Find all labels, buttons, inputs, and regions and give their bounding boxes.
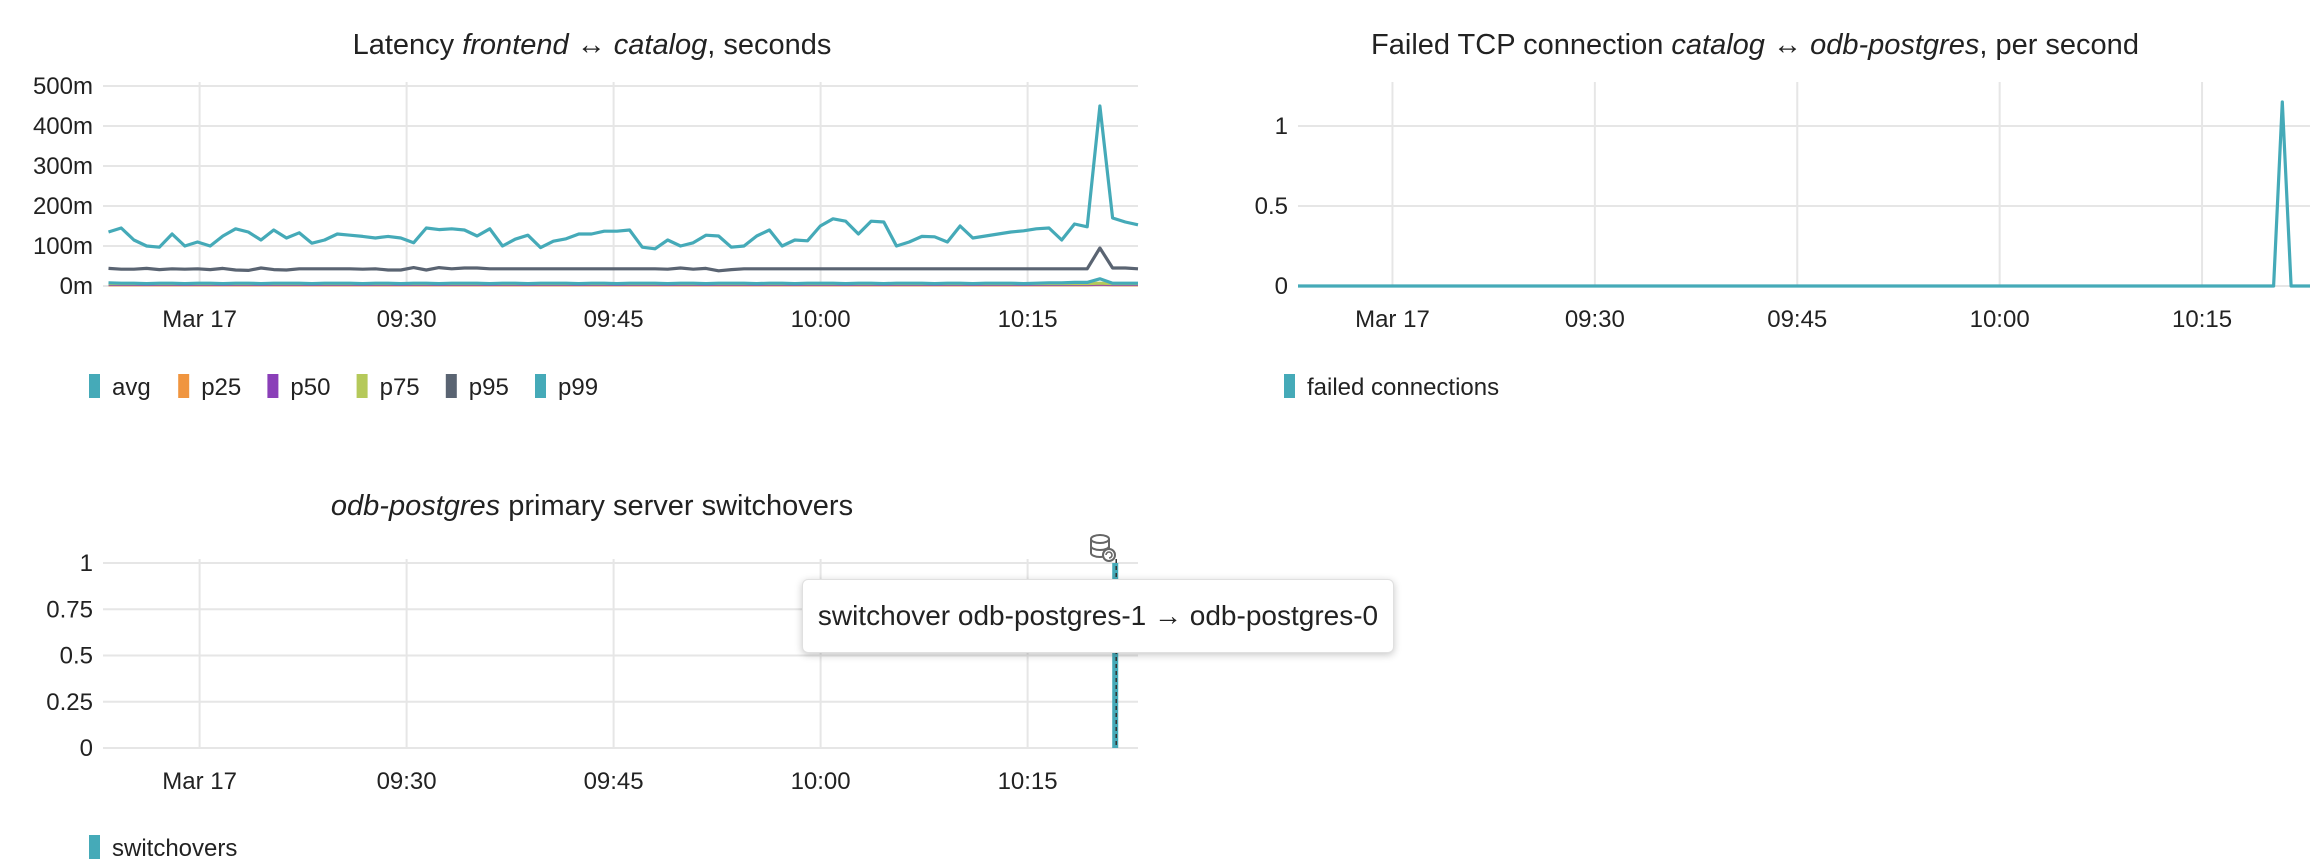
series-line-failed-connections[interactable] [1298,100,2310,288]
y-tick-label: 400m [33,113,93,140]
x-tick-label: Mar 17 [162,768,237,795]
series-line-avg[interactable] [108,277,1139,286]
y-tick-label: 100m [33,233,93,260]
x-tick-label: 10:15 [998,768,1058,795]
x-tick-label: 09:45 [584,768,644,795]
y-tick-label: 0.75 [46,596,93,623]
legend-label: avg [112,374,151,401]
failed-x-axis: Mar 17 09:30 09:45 10:00 10:15 [1355,306,2232,333]
legend-label: p25 [201,374,241,401]
legend-label: p95 [469,374,509,401]
x-tick-label: Mar 17 [162,306,237,333]
legend-label: p75 [380,374,420,401]
latency-x-axis: Mar 17 09:30 09:45 10:00 10:15 [162,306,1057,333]
latency-grid [103,82,1138,287]
y-tick-label: 0 [80,735,93,762]
legend-label: p50 [290,374,330,401]
legend-item-p99[interactable]: p99 [535,374,598,401]
latency-y-axis: 0m 100m 200m 300m 400m 500m [33,73,93,300]
legend-swatch [356,374,368,398]
y-tick-label: 0.5 [1255,193,1288,220]
failed-title: Failed TCP connection catalog ↔ odb-post… [1371,29,2139,61]
legend-item-switchovers[interactable]: switchovers [89,835,237,862]
legend-swatch [267,374,279,398]
x-tick-label: 10:00 [791,768,851,795]
legend-swatch [1284,374,1295,398]
legend-label: p99 [558,374,598,401]
latency-legend: avg p25 p50 p75 p95 p99 [89,374,598,401]
switchovers-y-axis: 0 0.25 0.5 0.75 1 [46,550,93,762]
failed-plot-area[interactable] [1298,100,2310,288]
series-line-p99[interactable] [108,104,1139,251]
y-tick-label: 500m [33,73,93,100]
x-tick-label: 10:15 [998,306,1058,333]
legend-item-p95[interactable]: p95 [445,374,509,401]
x-tick-label: Mar 17 [1355,306,1430,333]
switchovers-title: odb-postgres primary server switchovers [331,490,853,522]
y-tick-label: 0.5 [60,643,93,670]
y-tick-label: 0 [1275,273,1288,300]
x-tick-label: 09:30 [1565,306,1625,333]
switchover-tooltip: switchover odb-postgres-1 → odb-postgres… [802,579,1394,653]
x-tick-label: 09:30 [377,306,437,333]
switchovers-grid [103,559,1138,749]
legend-item-failed-connections[interactable]: failed connections [1284,374,1499,401]
x-tick-label: 10:15 [2172,306,2232,333]
y-tick-label: 200m [33,193,93,220]
x-tick-label: 09:45 [1767,306,1827,333]
x-tick-label: 10:00 [791,306,851,333]
failed-panel: Failed TCP connection catalog ↔ odb-post… [1255,29,2310,401]
latency-panel: Latency frontend ↔ catalog, seconds 0m 10… [33,29,1139,401]
y-tick-label: 0m [60,273,93,300]
switchovers-legend: switchovers [89,835,237,862]
legend-label: switchovers [112,835,237,862]
switchovers-x-axis: Mar 17 09:30 09:45 10:00 10:15 [162,768,1057,795]
series-line-p95[interactable] [108,246,1139,273]
legend-label: failed connections [1307,374,1499,401]
x-tick-label: 10:00 [1970,306,2030,333]
y-tick-label: 1 [1275,113,1288,140]
legend-swatch [445,374,457,398]
database-switch-icon[interactable] [1090,534,1116,562]
tooltip-text: switchover odb-postgres-1 → odb-postgres… [817,600,1379,631]
legend-item-avg[interactable]: avg [89,374,151,401]
legend-swatch [89,835,100,859]
bar-switchover[interactable] [1112,563,1119,748]
x-tick-label: 09:30 [377,768,437,795]
legend-swatch [178,374,190,398]
x-tick-label: 09:45 [584,306,644,333]
legend-item-p25[interactable]: p25 [178,374,241,401]
legend-item-p50[interactable]: p50 [267,374,330,401]
legend-swatch [535,374,546,398]
failed-legend: failed connections [1284,374,1499,401]
switchovers-panel: odb-postgres primary server switchovers … [46,490,1138,862]
legend-swatch [89,374,100,398]
y-tick-label: 300m [33,153,93,180]
y-tick-label: 1 [80,550,93,577]
legend-item-p75[interactable]: p75 [356,374,420,401]
y-tick-label: 0.25 [46,689,93,716]
latency-plot-area[interactable] [108,104,1139,287]
latency-title: Latency frontend ↔ catalog, seconds [353,29,832,61]
failed-grid [1298,82,2310,287]
failed-y-axis: 00.51 [1255,113,1288,300]
